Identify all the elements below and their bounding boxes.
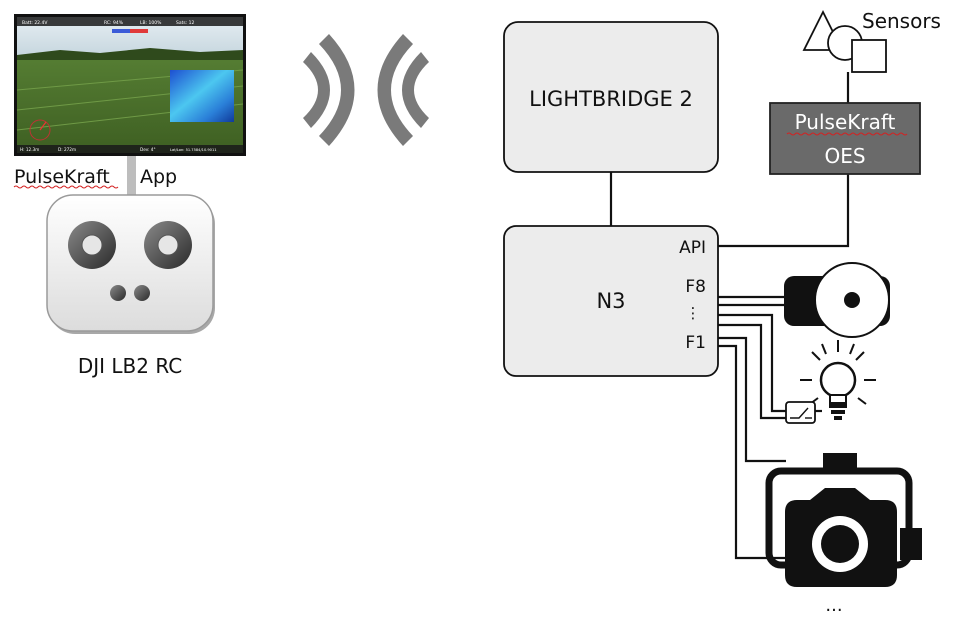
spellcheck-underline	[13, 185, 119, 189]
gimbal-top-mount	[823, 453, 857, 469]
app-name-label: PulseKraft	[14, 166, 110, 188]
signal-arc-left-2	[319, 34, 355, 146]
rc-mount	[127, 156, 136, 200]
app-top-bar	[17, 17, 243, 26]
n3-box	[503, 225, 719, 377]
n3-port-f1: F1	[685, 333, 706, 353]
wire-f1-camera-b	[718, 344, 786, 560]
oes-box	[769, 102, 921, 175]
rc-label: DJI LB2 RC	[78, 354, 182, 378]
oes-suffix-label: OES	[824, 144, 865, 168]
n3-port-api: API	[679, 238, 706, 258]
app-suffix-label: App	[140, 166, 177, 188]
spellcheck-underline-oes	[786, 132, 908, 136]
wire-switch-a	[718, 313, 786, 413]
app-overlay-rc: RC: 94%	[104, 20, 124, 26]
app-color-scale-hot	[130, 29, 148, 33]
bulb-neck	[829, 394, 847, 404]
sensors-icon	[802, 9, 887, 73]
left-stick-cap	[81, 234, 103, 256]
signal-arc-right-1	[402, 52, 429, 128]
sensors-label: Sensors	[862, 9, 941, 33]
bulb-thread-2	[831, 410, 845, 414]
sprayer-hub	[844, 292, 860, 308]
camera-icon	[765, 453, 922, 587]
camera-lens	[821, 525, 859, 563]
app-overlay-latlon: Lat/Lon: 51.7584/10.9011	[170, 148, 217, 152]
app-overlay-lb: LB: 100%	[140, 20, 162, 26]
app-overlay-batt: Batt: 22.4V	[22, 20, 48, 26]
app-overlay-distance: D: 272m	[58, 147, 76, 152]
n3-label: N3	[596, 289, 625, 313]
rc-button-right	[134, 285, 150, 301]
app-overlay-dev: Dev: 4°	[140, 147, 156, 152]
bulb-rays	[800, 340, 876, 405]
app-compass-needle	[39, 121, 47, 131]
wire-switch-b	[718, 323, 786, 420]
rc-button-left	[110, 285, 126, 301]
signal-arc-left-1	[303, 52, 330, 128]
switch-contact-a	[790, 407, 809, 419]
app-overlay-sats: Sats: 12	[176, 20, 195, 26]
rc-controller	[46, 194, 215, 334]
bulb-tip	[834, 416, 842, 420]
rc-body	[46, 194, 214, 332]
app-bottom-bar	[17, 145, 243, 153]
bulb-glass	[819, 361, 857, 399]
app-treeline	[17, 48, 243, 60]
signal-arc-right-2	[377, 34, 413, 146]
right-stick-cap	[157, 234, 179, 256]
bulb-thread-1	[829, 404, 847, 408]
switch-box	[785, 401, 816, 424]
sensor-square-icon	[851, 39, 887, 73]
more-devices-ellipsis: ...	[825, 595, 842, 616]
app-compass-icon	[29, 119, 51, 141]
app-screen: Batt: 22.4V RC: 94% LB: 100% Sats: 12 H:…	[14, 14, 246, 156]
wireless-signal-icon	[303, 34, 429, 146]
switch-icon	[785, 401, 816, 424]
sprayer-icon	[784, 262, 890, 338]
wire-f1-camera-a	[718, 336, 786, 463]
app-overlay-height: H: 12.3m	[20, 147, 39, 152]
oes-brand-label: PulseKraft	[795, 110, 896, 134]
wiring	[609, 72, 850, 560]
n3-port-dots: ⋮	[686, 304, 701, 322]
gimbal-motor	[900, 528, 922, 560]
lightbridge-box	[503, 21, 719, 173]
wire-api-oes	[718, 174, 850, 248]
n3-port-f8: F8	[685, 277, 706, 297]
app-thermal-overlay	[170, 70, 234, 122]
lightbridge-label: LIGHTBRIDGE 2	[529, 87, 693, 111]
light-bulb-icon	[800, 340, 876, 420]
